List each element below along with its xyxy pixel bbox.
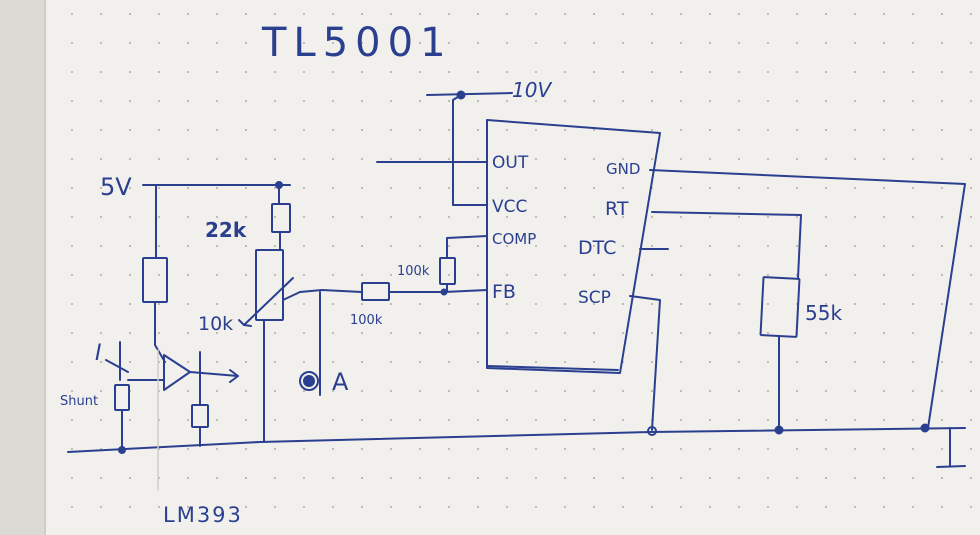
schematic-title: TL5001 — [261, 20, 453, 66]
comparator-label: LM393 — [163, 503, 243, 527]
pin-dtc-label: DTC — [578, 237, 616, 259]
test-point-a-label: A — [332, 368, 349, 396]
potentiometer-10k-label: 10k — [198, 313, 233, 335]
pin-comp-label: COMP — [492, 230, 536, 248]
pin-vcc-label: VCC — [492, 197, 527, 217]
test-point-a — [299, 371, 319, 391]
resistor-55k-label: 55k — [805, 301, 842, 325]
resistor-22k-label: 22k — [205, 218, 247, 242]
resistor-100k-fb-label: 100k — [350, 313, 383, 328]
pin-out-label: OUT — [492, 153, 529, 173]
ground-rail — [67, 427, 966, 453]
supply-5v-label: 5V — [100, 173, 132, 201]
ground-symbol — [936, 427, 966, 468]
shunt-label: Shunt — [60, 394, 98, 409]
pin-rt-label: RT — [605, 198, 629, 220]
pin-fb-label: FB — [492, 281, 516, 303]
supply-10v-label: 10V — [512, 78, 552, 102]
circuit-wiring — [67, 90, 966, 491]
pin-scp-label: SCP — [578, 288, 611, 308]
supply-10v-rail — [426, 92, 513, 96]
pin-gnd-label: GND — [606, 160, 640, 178]
chip-body — [486, 119, 661, 374]
comparator-lm393 — [163, 354, 191, 391]
potentiometer-10k — [255, 249, 284, 321]
resistor-100k-comp-label: 100k — [397, 264, 430, 279]
current-label: I — [95, 341, 102, 366]
